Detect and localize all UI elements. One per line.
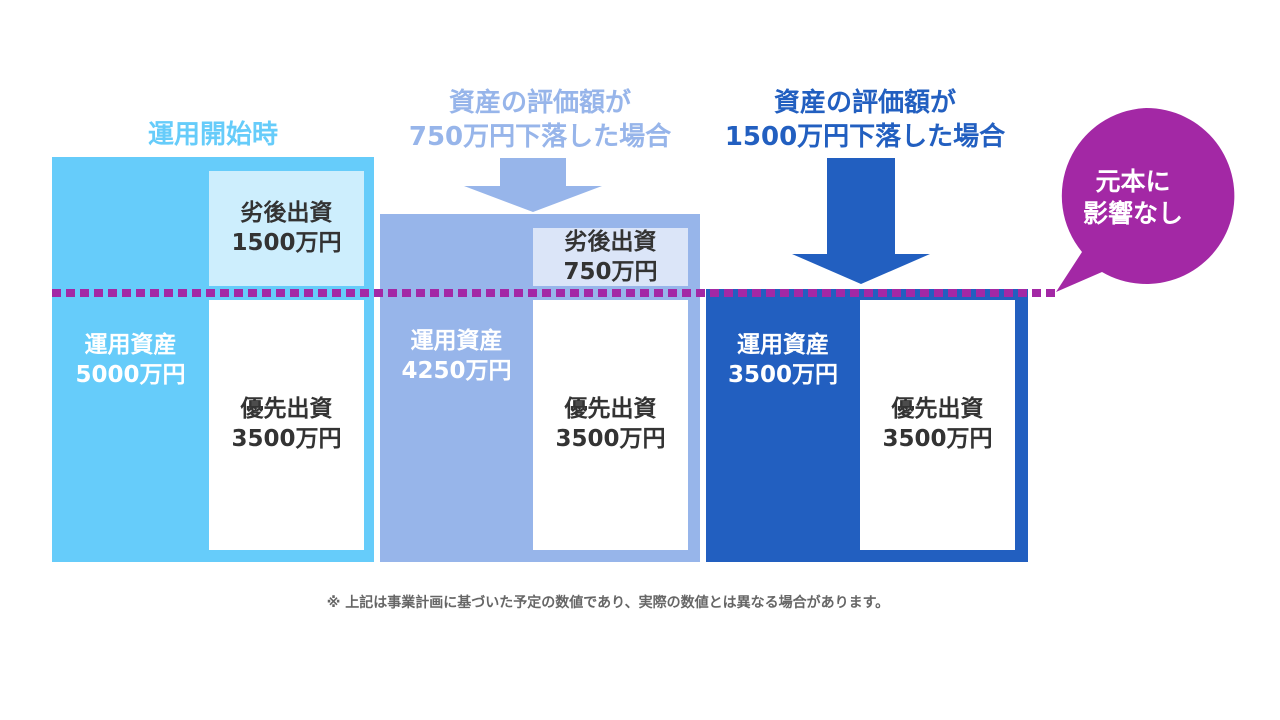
column-drop-750-asset-name: 運用資産 bbox=[410, 328, 503, 354]
column-start-priority-label: 優先出資 3500万円 bbox=[209, 394, 364, 454]
column-start-subordinate-label: 劣後出資 1500万円 bbox=[209, 198, 364, 258]
heading-drop-1500: 資産の評価額が 1500万円下落した場合 bbox=[700, 86, 1030, 154]
down-arrow-icon-dark bbox=[792, 158, 930, 284]
column-drop-750-subordinate-value: 750万円 bbox=[563, 259, 658, 285]
down-arrow-icon-light bbox=[464, 158, 602, 212]
down-arrow-dark-shape bbox=[792, 158, 930, 284]
callout-line1: 元本に bbox=[1095, 167, 1171, 196]
callout-bubble-shape bbox=[1056, 107, 1235, 292]
heading-start: 運用開始時 bbox=[147, 120, 278, 150]
column-start-priority-value: 3500万円 bbox=[231, 426, 342, 452]
column-drop-750-subordinate-box bbox=[533, 228, 688, 286]
column-drop-750-priority-box bbox=[533, 300, 688, 550]
column-drop-750-asset-value: 4250万円 bbox=[401, 358, 512, 384]
column-start-subordinate-box bbox=[209, 171, 364, 286]
heading-drop-750-line1: 資産の評価額が bbox=[448, 88, 631, 118]
principal-dotted-line bbox=[52, 289, 1056, 297]
heading-drop-1500-line2: 1500万円下落した場合 bbox=[724, 122, 1006, 152]
column-drop-750-priority-label: 優先出資 3500万円 bbox=[533, 394, 688, 454]
column-drop-1500-asset-name: 運用資産 bbox=[737, 332, 829, 358]
column-start-subordinate-name: 劣後出資 bbox=[240, 200, 333, 226]
heading-drop-750: 資産の評価額が 750万円下落した場合 bbox=[380, 86, 700, 154]
column-drop-750-subordinate-label: 劣後出資 750万円 bbox=[533, 227, 688, 287]
column-drop-1500-asset-value: 3500万円 bbox=[727, 362, 838, 388]
column-drop-1500-priority-label: 優先出資 3500万円 bbox=[860, 394, 1015, 454]
column-start-subordinate-value: 1500万円 bbox=[231, 230, 342, 256]
column-start-priority-name: 優先出資 bbox=[240, 396, 333, 422]
column-start-asset-label: 運用資産 5000万円 bbox=[52, 330, 209, 390]
column-drop-1500-priority-box bbox=[860, 300, 1015, 550]
heading-drop-750-line2: 750万円下落した場合 bbox=[408, 122, 672, 152]
callout-line2: 影響なし bbox=[1082, 199, 1183, 228]
column-drop-750-asset-label: 運用資産 4250万円 bbox=[380, 326, 533, 386]
column-drop-1500-asset-label: 運用資産 3500万円 bbox=[706, 330, 860, 390]
column-drop-750-priority-name: 優先出資 bbox=[564, 396, 657, 422]
column-drop-750-priority-value: 3500万円 bbox=[555, 426, 666, 452]
footnote: ※ 上記は事業計画に基づいた予定の数値であり、実際の数値とは異なる場合があります… bbox=[326, 595, 890, 611]
column-drop-1500-priority-value: 3500万円 bbox=[882, 426, 993, 452]
column-drop-750-subordinate-name: 劣後出資 bbox=[564, 229, 657, 255]
column-start-asset-value: 5000万円 bbox=[75, 362, 186, 388]
column-drop-1500-priority-name: 優先出資 bbox=[891, 396, 984, 422]
callout-text: 元本に 影響なし bbox=[1058, 166, 1208, 230]
down-arrow-light-shape bbox=[464, 158, 602, 212]
column-start-asset-name: 運用資産 bbox=[84, 332, 177, 358]
heading-drop-1500-line1: 資産の評価額が bbox=[773, 88, 956, 118]
column-start-priority-box bbox=[209, 300, 364, 550]
callout-bubble-icon bbox=[1056, 107, 1235, 292]
